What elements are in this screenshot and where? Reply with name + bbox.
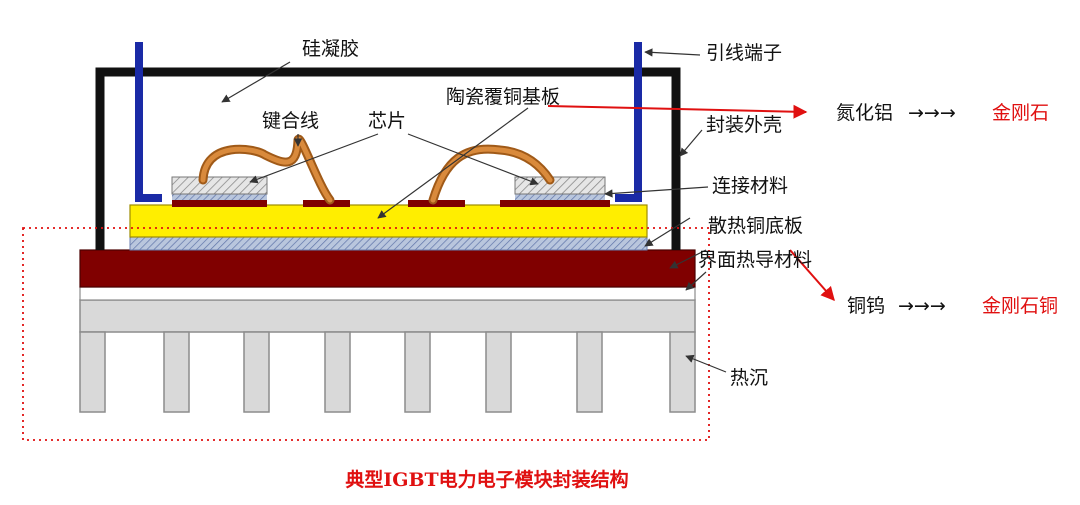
leader-baseplate	[644, 217, 691, 247]
figure-caption: 典型IGBT电力电子模块封装结构	[345, 468, 628, 491]
annotation-baseplate-arrow: →→→	[898, 295, 946, 317]
chip-right	[514, 176, 606, 195]
heatsink-fin	[669, 331, 696, 413]
heatsink-fin	[163, 331, 190, 413]
annotation-baseplate-to: 金刚石铜	[982, 295, 1058, 317]
label-baseplate: 散热铜底板	[708, 215, 803, 237]
thermal-interface-layer	[79, 286, 696, 301]
package-housing	[95, 67, 681, 250]
leader-lead-terminal	[644, 48, 701, 57]
chip-left	[171, 176, 268, 195]
leader-joining-material	[604, 186, 709, 198]
annotation-substrate-to: 金刚石	[992, 102, 1049, 124]
copper-pad	[408, 200, 465, 207]
label-dbc-substrate: 陶瓷覆铜基板	[446, 86, 560, 108]
bond-wire	[430, 146, 553, 203]
heatsink-fin	[404, 331, 431, 413]
dbc-bottom-copper	[129, 236, 648, 251]
lead-terminal-right	[615, 42, 642, 202]
leader-heatsink	[685, 354, 727, 373]
copper-baseplate	[79, 249, 696, 288]
heatsink-fin	[485, 331, 512, 413]
label-silicone-gel: 硅凝胶	[302, 38, 359, 60]
heatsink	[79, 299, 696, 413]
solder-layer	[515, 194, 605, 200]
leader-dbc	[377, 107, 529, 219]
copper-pad	[172, 200, 267, 207]
red-arrow-substrate	[547, 104, 808, 119]
leader-chip	[407, 133, 539, 186]
lead-terminal-left	[135, 42, 162, 202]
heatsink-fin	[243, 331, 270, 413]
leader-tim	[669, 249, 707, 269]
red-arrow-baseplate	[789, 249, 835, 302]
annotation-substrate-arrow: →→→	[908, 102, 956, 124]
copper-pad	[303, 200, 350, 207]
leader-housing	[679, 129, 703, 157]
copper-pad	[500, 200, 610, 207]
label-lead-terminal: 引线端子	[706, 42, 782, 64]
leader-tim	[685, 271, 707, 291]
label-heatsink: 热沉	[730, 367, 768, 389]
highlight-outline	[22, 227, 710, 441]
annotation-substrate-from: 氮化铝	[836, 102, 893, 124]
label-chip: 芯片	[368, 110, 406, 132]
heatsink-fin	[576, 331, 603, 413]
annotation-baseplate-from: 铜钨	[847, 295, 885, 317]
label-tim: 界面热导材料	[698, 249, 812, 271]
heatsink-base	[79, 299, 696, 333]
leader-silicone-gel	[221, 61, 291, 103]
label-joining-material: 连接材料	[712, 175, 788, 197]
heatsink-fin	[324, 331, 351, 413]
label-housing: 封装外壳	[706, 114, 782, 136]
label-bond-wire: 键合线	[262, 110, 319, 132]
solder-layer	[172, 194, 267, 200]
heatsink-fin	[79, 331, 106, 413]
leader-chip	[249, 133, 379, 184]
bond-wire	[200, 136, 333, 203]
